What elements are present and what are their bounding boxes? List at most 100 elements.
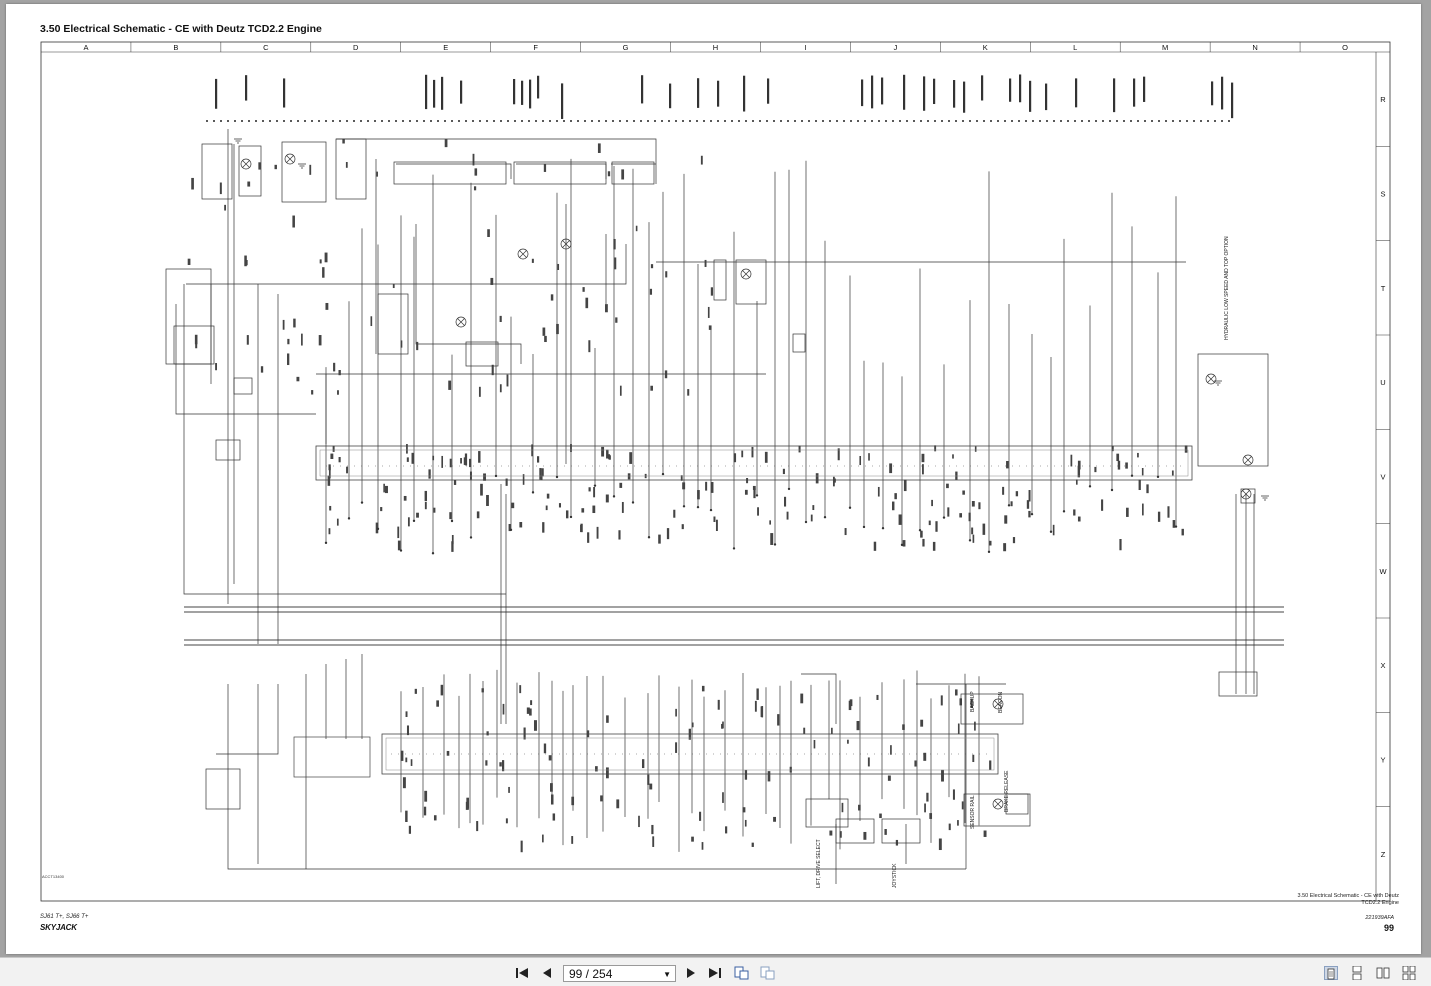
pin-label (887, 775, 891, 781)
facing-view-icon[interactable] (1376, 966, 1390, 980)
pin-label (370, 316, 373, 327)
pin-label (1077, 516, 1081, 522)
page-title: 3.50 Electrical Schematic - CE with Deut… (40, 23, 322, 35)
pin-label (428, 469, 431, 479)
column-label-E: E (443, 43, 448, 52)
pin-label (601, 446, 605, 457)
pin-label (742, 807, 746, 813)
wire-tag (903, 74, 906, 110)
wire-tag (669, 83, 672, 109)
component-box (513, 161, 607, 185)
pin-label (754, 700, 757, 712)
pin-label (556, 323, 559, 335)
pin-label (486, 731, 489, 736)
page-number-select[interactable]: 99 / 254 ▼ (563, 965, 676, 982)
wire-tag (1211, 81, 1214, 106)
continuous-view-icon[interactable] (1350, 965, 1364, 981)
pin-label (548, 755, 552, 761)
row-label-Z: Z (1381, 850, 1386, 859)
pin-label (926, 792, 929, 802)
pin-label (947, 507, 950, 517)
rotate-cw-icon[interactable] (759, 965, 775, 981)
document-viewport[interactable]: 3.50 Electrical Schematic - CE with Deut… (0, 0, 1431, 957)
single-page-view-icon[interactable] (1324, 966, 1338, 980)
pin-label (416, 512, 419, 518)
wire-terminal (1156, 475, 1160, 479)
pin-label (596, 526, 599, 539)
pin-label (258, 162, 261, 170)
book-view-icon[interactable] (1402, 965, 1416, 981)
pin-label (402, 777, 406, 789)
pin-label (423, 806, 427, 816)
pin-label (325, 302, 329, 310)
pin-label (508, 786, 510, 793)
row-label-U: U (1380, 378, 1385, 387)
pin-label (751, 842, 754, 847)
wire-tag (245, 75, 248, 101)
lamp-cross (994, 800, 1002, 808)
pin-label (508, 523, 511, 532)
pin-label (890, 745, 892, 755)
pin-label (641, 759, 645, 769)
pin-label (571, 796, 575, 806)
pin-label (552, 813, 556, 821)
row-label-Y: Y (1380, 756, 1385, 765)
column-label-A: A (83, 43, 88, 52)
pin-label (687, 389, 690, 396)
pin-label (615, 317, 618, 323)
pin-label (613, 238, 616, 250)
previous-page-icon[interactable] (539, 965, 555, 981)
wire-tag (717, 80, 720, 107)
pin-label (483, 473, 486, 481)
upper-harness-inner (319, 449, 1189, 477)
pin-label (400, 750, 404, 761)
pin-label (710, 482, 714, 493)
wire-terminal (942, 516, 946, 519)
pin-label (506, 374, 509, 387)
ground-icon (234, 138, 242, 144)
pin-label (868, 453, 870, 461)
pin-label (837, 448, 840, 461)
last-page-icon[interactable] (707, 965, 723, 981)
pin-label (978, 502, 981, 510)
pin-label (627, 473, 631, 480)
pin-label (751, 446, 754, 458)
pin-label (1052, 524, 1055, 536)
next-page-icon[interactable] (683, 965, 699, 981)
wire-terminal (324, 541, 328, 545)
pin-label (328, 466, 331, 479)
pin-label (898, 514, 902, 525)
wire-terminal (494, 474, 498, 478)
component-box (835, 818, 875, 844)
wire-run (183, 284, 506, 595)
pin-label (970, 698, 973, 708)
wire-terminal (968, 539, 972, 542)
pin-label (592, 505, 596, 514)
pin-label (841, 802, 844, 813)
pin-label (406, 457, 409, 462)
rotate-ccw-icon[interactable] (733, 965, 749, 981)
wire-terminal (1007, 504, 1011, 507)
pin-label (848, 700, 852, 711)
skyjack-logo: SKYJACK (40, 923, 77, 932)
pin-label (920, 719, 924, 727)
pin-label (187, 258, 191, 265)
pin-label (606, 715, 609, 723)
wire-tag (1133, 78, 1136, 107)
pin-label (406, 725, 410, 736)
pin-label (902, 540, 906, 547)
column-label-B: B (173, 43, 178, 52)
row-label-R: R (1380, 95, 1386, 104)
component-box (1197, 353, 1269, 467)
wire-tag (1009, 78, 1012, 102)
wire-terminal (569, 515, 573, 519)
first-page-icon[interactable] (514, 965, 530, 981)
pin-label (499, 762, 502, 767)
pin-label (301, 333, 303, 346)
pin-label (635, 225, 638, 232)
component-box (960, 693, 1024, 725)
footer-models: SJ61 T+, SJ66 T+ (40, 914, 89, 920)
wire-tag (1019, 74, 1022, 103)
pin-label (974, 446, 977, 452)
wire-terminal (755, 494, 759, 497)
